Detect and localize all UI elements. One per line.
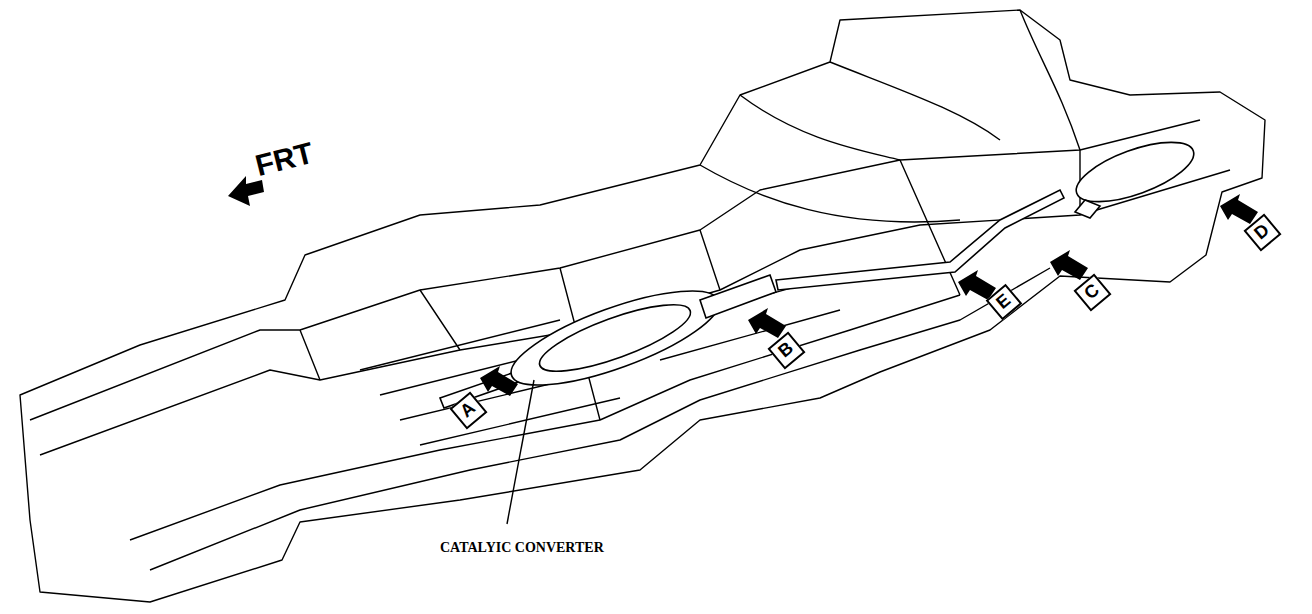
callout-arrow	[1050, 250, 1088, 280]
callout-arrow	[748, 308, 786, 338]
catalytic-converter	[501, 272, 728, 404]
callout-letter: A	[456, 397, 479, 421]
callout-arrow	[480, 366, 518, 396]
front-arrow	[228, 176, 264, 206]
frame-rail	[40, 170, 1230, 455]
callout-letter: C	[1080, 279, 1103, 303]
part-name: CATALYIC CONVERTER	[440, 540, 604, 556]
frame-rail	[30, 120, 1200, 420]
exhaust-pipe	[776, 190, 1064, 290]
floor-contour	[700, 10, 1080, 222]
converter-shield	[533, 292, 697, 384]
tail-pipe	[1075, 200, 1100, 218]
leader-line	[507, 380, 534, 524]
floor-outline	[20, 10, 1265, 602]
direction-label: FRT	[252, 136, 317, 183]
callout-arrow	[1220, 194, 1258, 224]
cross-member	[300, 150, 1080, 420]
callout-box: B	[767, 331, 805, 369]
callout-letter: E	[992, 290, 1014, 313]
frame-rail	[130, 295, 960, 540]
callout-letter: D	[1250, 219, 1273, 243]
callout-letter: B	[774, 337, 797, 361]
